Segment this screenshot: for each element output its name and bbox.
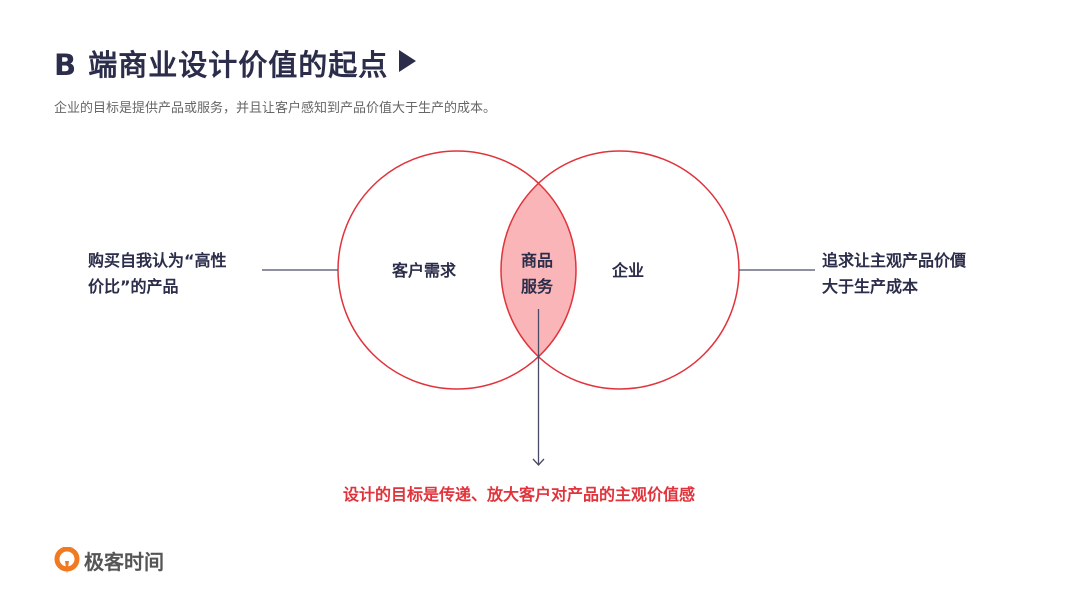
right-note-line1: 追求让主观产品价價 [822,251,967,270]
page-subtitle: 企业的目标是提供产品或服务，并且让客户感知到产品价值大于生产的成本。 [54,101,497,116]
left-note-line1: 购买自我认为“高性 [88,251,227,270]
left-note-line2: 价比”的产品 [88,277,179,296]
logo-text: 极客时间 [84,550,164,574]
left-note: 购买自我认为“高性 价比”的产品 [88,248,227,300]
arrow-head-icon [532,458,545,466]
geektime-logo-icon [54,546,80,574]
customer-needs-label: 客户需求 [392,261,457,280]
intersection-area [501,183,576,357]
intersection-label: 商品 服务 [521,248,553,300]
right-note-line2: 大于生产成本 [822,277,919,296]
page-title: B 端商业设计价值的起点 [54,48,389,82]
conclusion-text: 设计的目标是传递、放大客户对产品的主观价值感 [343,485,696,504]
intersection-label-line1: 商品 [521,251,554,270]
right-note: 追求让主观产品价價 大于生产成本 [822,248,966,300]
enterprise-label: 企业 [612,261,645,280]
play-icon[interactable] [399,50,416,72]
intersection-label-line2: 服务 [521,277,554,296]
geektime-logo: 极客时间 [54,546,164,575]
